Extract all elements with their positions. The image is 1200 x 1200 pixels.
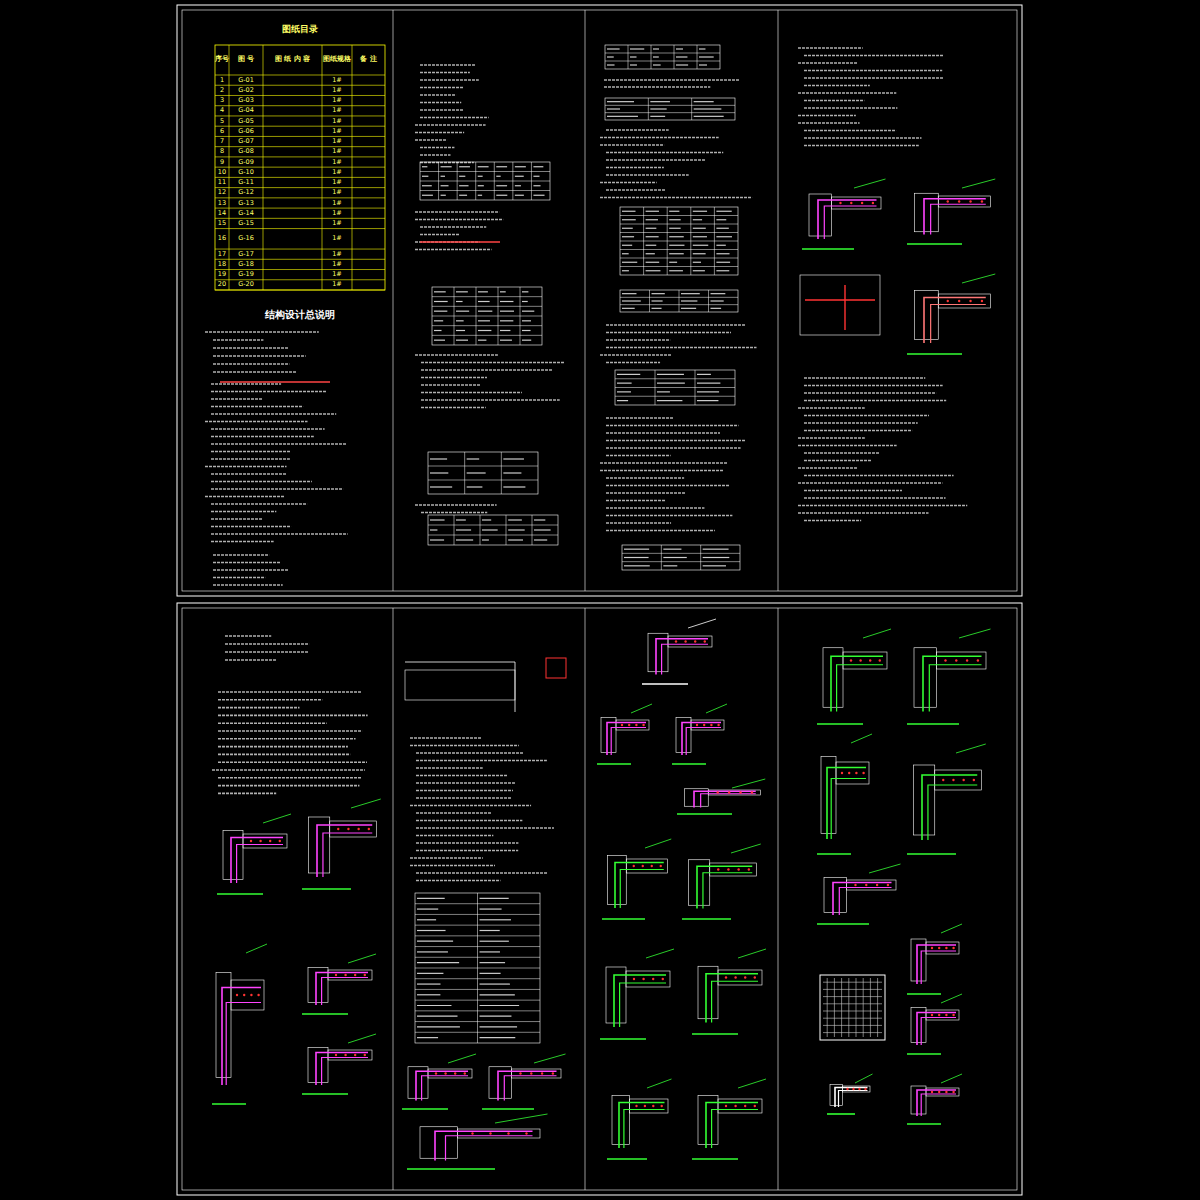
table-cell: 1#: [322, 280, 352, 290]
table-cell: 4: [215, 106, 229, 116]
table-cell: G-15: [229, 218, 263, 228]
table-cell: 1#: [322, 116, 352, 126]
table-cell: 8: [215, 147, 229, 157]
table-cell: G-06: [229, 126, 263, 136]
table-cell: 1#: [322, 147, 352, 157]
table-cell: 1#: [322, 157, 352, 167]
table-cell: 18: [215, 259, 229, 269]
table-cell: 14: [215, 208, 229, 218]
table-cell: 1#: [322, 136, 352, 146]
sheet-frame: [177, 603, 1022, 1195]
table-cell: 1#: [322, 75, 352, 85]
table-cell: 备 注: [352, 45, 385, 75]
table-cell: G-14: [229, 208, 263, 218]
table-cell: 11: [215, 177, 229, 187]
table-cell: 1#: [322, 95, 352, 105]
table-cell: 1#: [322, 85, 352, 95]
table-cell: G-01: [229, 75, 263, 85]
table-grid: [215, 45, 385, 290]
table-cell: 1#: [322, 249, 352, 259]
table-cell: 1#: [322, 198, 352, 208]
table-cell: 12: [215, 188, 229, 198]
table-cell: G-02: [229, 85, 263, 95]
table-cell: G-11: [229, 177, 263, 187]
table-cell: G-03: [229, 95, 263, 105]
sheet-border: [182, 10, 1017, 591]
table-cell: G-12: [229, 188, 263, 198]
column-divider: [393, 10, 778, 1190]
table-cell: 1#: [322, 229, 352, 249]
table-cell: 7: [215, 136, 229, 146]
table-cell: G-13: [229, 198, 263, 208]
table-cell: 1#: [322, 218, 352, 228]
table-cell: 13: [215, 198, 229, 208]
table-cell: 1: [215, 75, 229, 85]
table-cell: G-07: [229, 136, 263, 146]
table-cell: 1#: [322, 126, 352, 136]
note-illustration: [205, 45, 995, 1169]
sheet-title: 图纸目录: [215, 22, 385, 38]
table-cell: 1#: [322, 167, 352, 177]
sheet-border: [182, 608, 1017, 1190]
table-cell: 1#: [322, 259, 352, 269]
table-cell: 1#: [322, 106, 352, 116]
table-cell: G-19: [229, 270, 263, 280]
table-cell: G-17: [229, 249, 263, 259]
table-cell: G-18: [229, 259, 263, 269]
table-cell: 2: [215, 85, 229, 95]
table-cell: 6: [215, 126, 229, 136]
table-cell: 图纸规格: [322, 45, 352, 75]
table-cell: 图 号: [229, 45, 263, 75]
table-cell: 15: [215, 218, 229, 228]
table-cell: 19: [215, 270, 229, 280]
table-cell: 1#: [322, 270, 352, 280]
table-cell: 3: [215, 95, 229, 105]
table-cell: 1#: [322, 177, 352, 187]
table-cell: G-04: [229, 106, 263, 116]
sheet-frame: [177, 5, 1022, 596]
table-cell: G-16: [229, 229, 263, 249]
table-cell: G-08: [229, 147, 263, 157]
table-cell: 10: [215, 167, 229, 177]
table-cell: 结构设计总说明: [215, 306, 385, 324]
table-cell: 16: [215, 229, 229, 249]
table-cell: 1#: [322, 208, 352, 218]
table-cell: 17: [215, 249, 229, 259]
table-cell: 1#: [322, 188, 352, 198]
table-cell: G-20: [229, 280, 263, 290]
table-cell: G-10: [229, 167, 263, 177]
table-cell: 20: [215, 280, 229, 290]
table-cell: 9: [215, 157, 229, 167]
table-cell: G-05: [229, 116, 263, 126]
table-cell: 图 纸 内 容: [263, 45, 322, 75]
table-cell: G-09: [229, 157, 263, 167]
table-cell: 5: [215, 116, 229, 126]
table-cell: 序号: [215, 45, 229, 75]
